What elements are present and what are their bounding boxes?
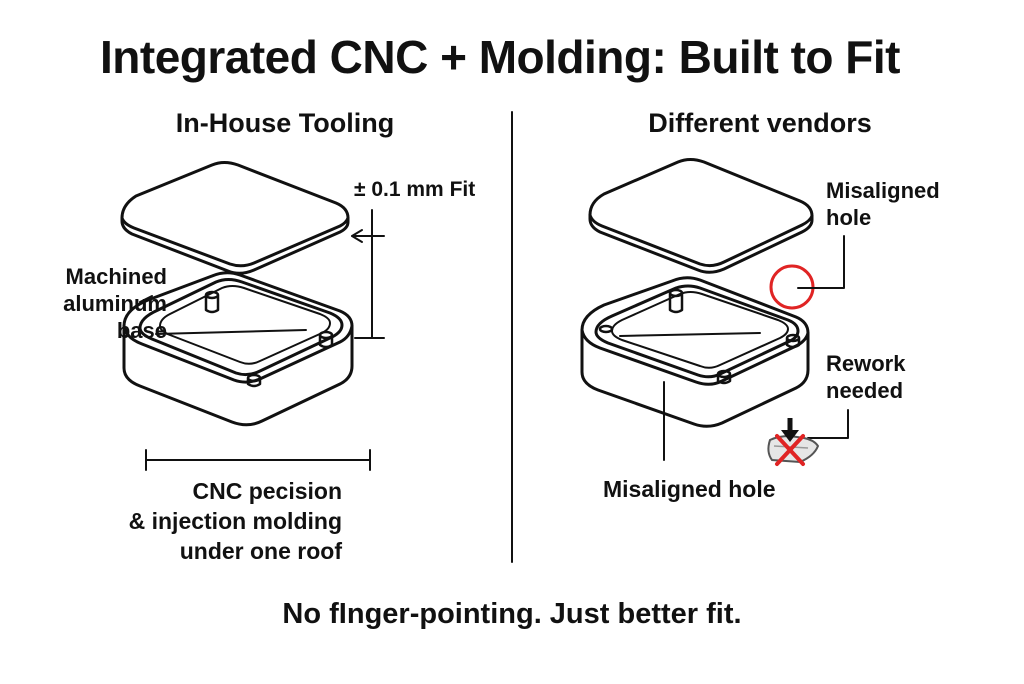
misaligned-hole-leader <box>797 235 845 289</box>
footer-tagline: No fInger-pointing. Just better fit. <box>282 598 742 630</box>
machined-base-label: Machined aluminum base <box>63 264 167 343</box>
left-base <box>122 271 354 427</box>
misaligned-hole-bottom-label: Misaligned hole <box>603 476 776 502</box>
right-lid <box>588 158 814 274</box>
fit-dimension-marker <box>351 209 385 339</box>
left-panel-heading: In-House Tooling <box>175 108 395 138</box>
rework-icon <box>767 418 820 466</box>
right-panel-heading: Different vendors <box>648 108 872 138</box>
page-title: Integrated CNC + Molding: Built to Fit <box>100 31 900 83</box>
left-lid <box>120 161 350 275</box>
cnc-precision-label: CNC pecision & injection molding under o… <box>128 478 342 564</box>
misaligned-hole-top-label: Misaligned hole <box>826 178 940 230</box>
right-base <box>580 276 810 428</box>
rework-needed-label: Rework needed <box>826 351 906 403</box>
rework-leader <box>807 409 849 439</box>
fit-tolerance-label: ± 0.1 mm Fit <box>354 178 476 201</box>
width-dimension-marker <box>145 449 371 471</box>
